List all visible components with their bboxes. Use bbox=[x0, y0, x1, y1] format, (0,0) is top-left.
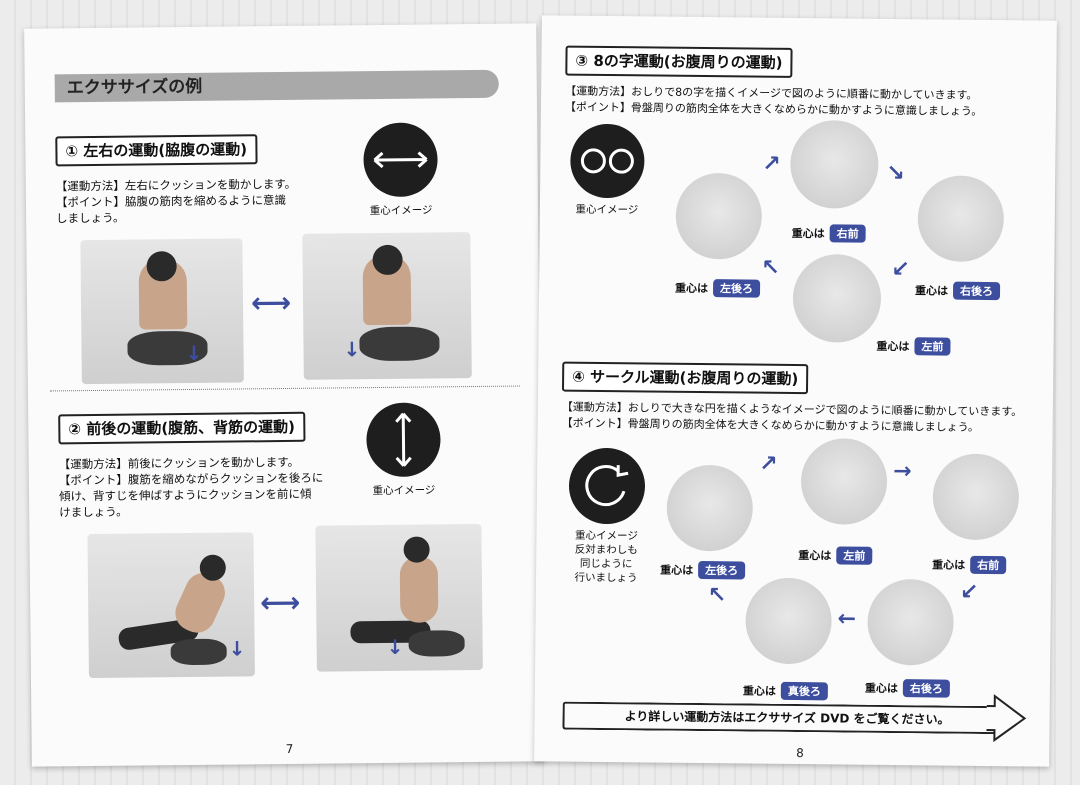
down-arrow-icon: ↓ bbox=[343, 337, 361, 362]
cushion bbox=[359, 326, 440, 362]
s3-label-left-back: 重心は左後ろ bbox=[675, 279, 761, 298]
s2-frontback-arrow-icon: ⟷ bbox=[260, 585, 301, 620]
weight-ball-figure8 bbox=[570, 123, 645, 199]
person-figure bbox=[399, 556, 439, 623]
left-right-arrow-icon bbox=[373, 151, 428, 169]
s2-photo-left: ↓ bbox=[87, 532, 255, 679]
curve-arrow-icon: ← bbox=[837, 606, 857, 632]
s4-pose-left-back bbox=[666, 464, 754, 552]
s4-pose-right-front bbox=[932, 453, 1020, 541]
left-page: エクササイズの例 ① 左右の運動(脇腹の運動) 【運動方法】左右にクッションを動… bbox=[24, 23, 544, 767]
figure-eight-icon bbox=[580, 148, 634, 174]
curve-arrow-icon: ↗ bbox=[762, 151, 781, 177]
s4-pose-back bbox=[745, 577, 833, 665]
person-head bbox=[146, 251, 177, 282]
s4-label-back: 重心は真後ろ bbox=[743, 681, 828, 701]
section-2-title: ② 前後の運動(腹筋、背筋の運動) bbox=[58, 411, 306, 445]
weight-ball-circle bbox=[568, 447, 646, 525]
s3-label-right-front: 重心は右前 bbox=[792, 224, 866, 243]
curve-arrow-icon: → bbox=[893, 459, 912, 485]
curve-arrow-icon: ↖ bbox=[707, 583, 727, 609]
s1-point-text: 【ポイント】脇腹の筋肉を縮めるように意識 bbox=[55, 192, 287, 210]
s4-label-right-back: 重心は右後ろ bbox=[865, 679, 950, 698]
s4-label-right-front: 重心は右前 bbox=[932, 555, 1007, 575]
curve-arrow-icon: ↙ bbox=[891, 256, 910, 283]
s3-pose-top bbox=[789, 119, 879, 209]
s4-label-left-front: 重心は左前 bbox=[798, 546, 873, 565]
s2-photo-right: ↓ bbox=[315, 523, 483, 672]
weight-ball-frontback bbox=[366, 402, 441, 478]
s3-point-text: 【ポイント】骨盤周りの筋肉全体を大きくなめらかに動かすように意識しましょう。 bbox=[564, 100, 983, 118]
curve-arrow-icon: ↙ bbox=[959, 579, 979, 605]
down-arrow-icon: ↓ bbox=[386, 634, 404, 659]
right-page: ③ 8の字運動(お腹周りの運動) 【運動方法】おしりで8の字を描くイメージで図の… bbox=[534, 15, 1057, 767]
curve-arrow-icon: ↖ bbox=[761, 255, 780, 281]
cushion bbox=[408, 630, 465, 657]
down-arrow-icon: ↓ bbox=[185, 340, 203, 366]
s4-reverse-note-3: 行いましょう bbox=[574, 571, 638, 585]
curve-arrow-icon: ↘ bbox=[886, 160, 905, 187]
s1-photo-left: ↓ bbox=[80, 238, 244, 385]
page-number-right: 8 bbox=[796, 746, 804, 761]
page-number-left: 7 bbox=[285, 741, 294, 757]
s3-ball-caption: 重心イメージ bbox=[575, 203, 639, 217]
s3-label-right-back: 重心は右後ろ bbox=[915, 281, 1001, 301]
s1-photo-right: ↓ bbox=[302, 232, 472, 380]
s3-label-left-front: 重心は左前 bbox=[876, 337, 951, 356]
up-down-arrow-icon bbox=[395, 412, 412, 467]
cushion bbox=[170, 638, 227, 666]
person-head bbox=[372, 244, 403, 276]
footer-dvd-note: より詳しい運動方法はエクササイズ DVD をご覧ください。 bbox=[624, 709, 950, 727]
person-head bbox=[199, 554, 226, 581]
curve-arrow-icon: ↗ bbox=[759, 451, 778, 477]
s2-point-text-end: けましょう。 bbox=[59, 504, 128, 520]
s4-pose-right-back bbox=[867, 578, 955, 666]
s1-leftright-arrow-icon: ⟷ bbox=[250, 285, 292, 320]
section-1-title: ① 左右の運動(脇腹の運動) bbox=[55, 134, 258, 167]
s3-pose-left bbox=[675, 172, 763, 260]
section-4-title: ④ サークル運動(お腹周りの運動) bbox=[561, 361, 809, 395]
s1-ball-caption: 重心イメージ bbox=[369, 204, 433, 218]
s2-point-text-cont: 傾け、背すじを伸ばすようにクッションを前に傾 bbox=[58, 486, 312, 504]
s4-label-left-back: 重心は左後ろ bbox=[660, 560, 746, 580]
s3-pose-right bbox=[917, 175, 1005, 263]
circle-arrow-icon bbox=[585, 465, 629, 507]
s3-pose-bottom bbox=[792, 253, 882, 343]
s4-point-text: 【ポイント】骨盤周りの筋肉全体を大きくなめらかに動かすように意識しましょう。 bbox=[561, 416, 980, 434]
person-head bbox=[403, 536, 430, 563]
exercise-examples-header: エクササイズの例 bbox=[54, 69, 499, 103]
down-arrow-icon: ↓ bbox=[228, 636, 246, 661]
s2-ball-caption: 重心イメージ bbox=[372, 484, 436, 498]
weight-ball-leftright bbox=[363, 122, 438, 198]
section-divider bbox=[49, 385, 520, 392]
s1-point-text-cont: しましょう。 bbox=[56, 210, 125, 226]
s4-pose-left-front bbox=[800, 438, 888, 525]
section-3-title: ③ 8の字運動(お腹周りの運動) bbox=[565, 45, 793, 78]
footer-arrow-icon bbox=[986, 694, 1027, 743]
